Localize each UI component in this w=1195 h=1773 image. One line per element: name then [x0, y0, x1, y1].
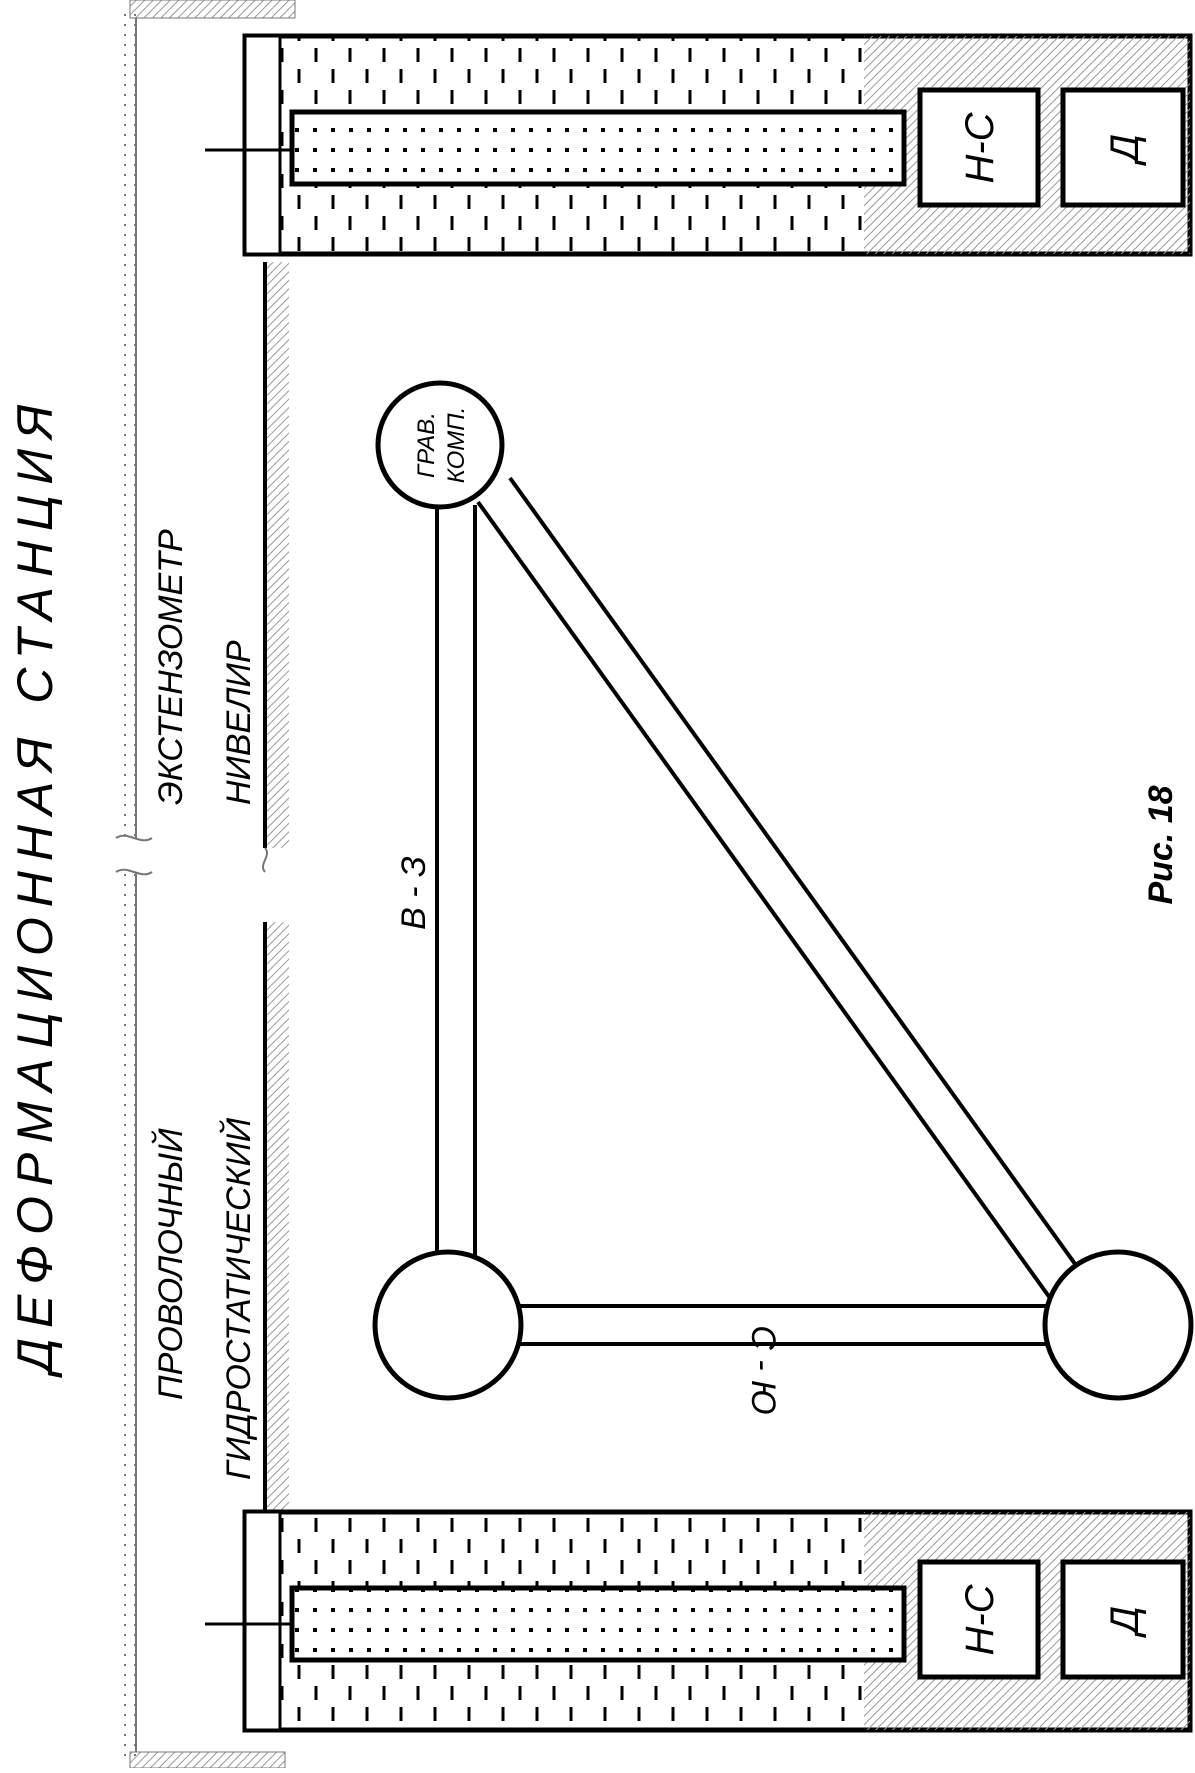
pier-top: Н-С Д — [205, 33, 1193, 257]
inner-wall — [262, 262, 289, 1510]
node-grav — [375, 380, 505, 510]
ns-label-top: Н-С — [958, 111, 1002, 183]
node-grav-line1: ГРАВ. — [413, 412, 440, 478]
arm-diag-b — [476, 500, 1052, 1300]
label-ns-axis: С - Ю — [744, 1325, 782, 1415]
triangle: ГРАВ. КОМП. — [372, 380, 1194, 1401]
label-hydrostatic: ГИДРОСТАТИЧЕСКИЙ — [219, 1117, 258, 1480]
ns-label-bottom: Н-С — [958, 1583, 1002, 1655]
outer-wall — [115, 0, 296, 1769]
d-label-bottom: Д — [1103, 1606, 1147, 1638]
node-grav-line2: КОМП. — [443, 407, 470, 484]
node-bottom-left — [372, 1249, 524, 1401]
d-box-bottom — [1060, 1559, 1186, 1680]
label-extensometer: ЭКСТЕНЗОМЕТР — [152, 529, 190, 805]
ns-box-bottom — [917, 1559, 1041, 1680]
label-ew-axis: В - З — [395, 856, 433, 930]
label-level: НИВЕЛИР — [220, 640, 258, 805]
figure-caption: Рис. 18 — [1142, 785, 1180, 904]
label-wire: ПРОВОЛОЧНЫЙ — [151, 1128, 190, 1400]
node-bottom-right — [1042, 1249, 1194, 1401]
d-label-top: Д — [1103, 134, 1147, 166]
ns-box-top — [917, 87, 1041, 208]
pier-bottom: Н-С Д — [205, 1509, 1193, 1733]
d-box-top — [1060, 87, 1186, 208]
arm-diag-a — [508, 476, 1085, 1277]
diagram-title: ДЕФОРМАЦИОННАЯ СТАНЦИЯ — [7, 395, 63, 1379]
